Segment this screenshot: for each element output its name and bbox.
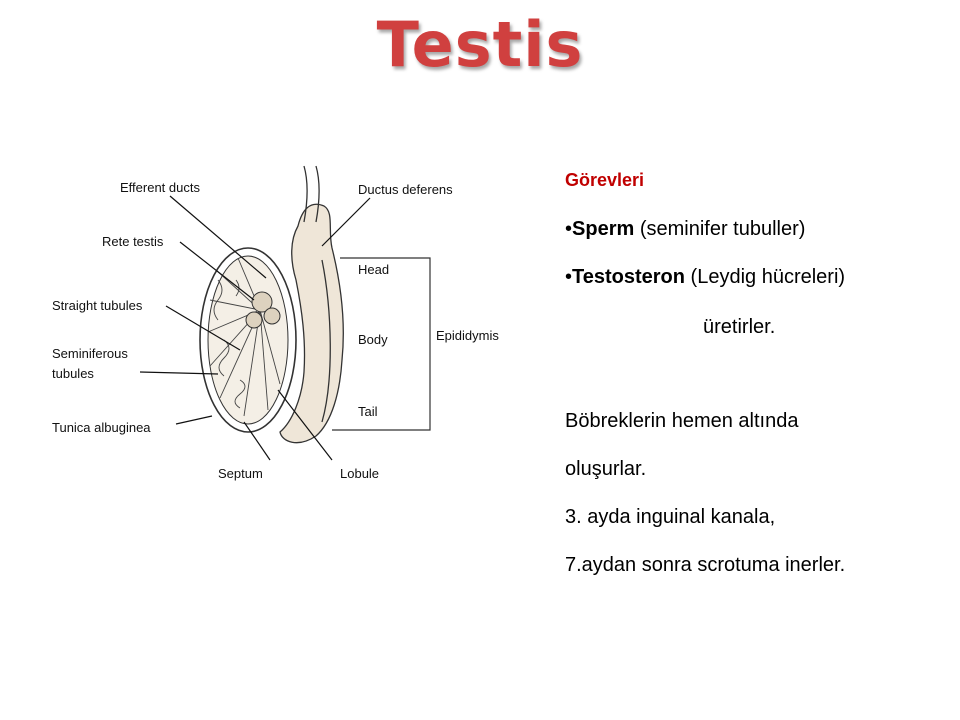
section-heading: Görevleri — [565, 170, 645, 190]
epididymis-bracket — [332, 257, 431, 431]
text-line-3: üretirler. — [703, 316, 776, 338]
label-straight-tubules: Straight tubules — [52, 298, 143, 313]
bullet-sperm-rest: (seminifer tubuller) — [634, 218, 806, 240]
text-line-5: oluşurlar. — [565, 458, 647, 480]
label-septum: Septum — [218, 466, 263, 481]
testis-diagram: Efferent ducts Ductus deferens Rete test… — [52, 165, 499, 481]
bullet-sperm: •Sperm (seminifer tubuller) — [565, 218, 806, 240]
label-seminiferous-2: tubules — [52, 366, 94, 381]
bullet-sperm-bold: Sperm — [572, 218, 635, 240]
label-seminiferous-1: Seminiferous — [52, 346, 128, 361]
epididymis-shape — [279, 203, 344, 444]
label-epididymis: Epididymis — [436, 328, 499, 343]
label-tail: Tail — [358, 404, 378, 419]
label-body: Body — [358, 332, 388, 347]
slide-title: Testis — [376, 8, 584, 81]
bullet-testosteron: •Testosteron (Leydig hücreleri) — [565, 266, 846, 288]
bullet-testosteron-bold: Testosteron — [572, 266, 685, 288]
label-ductus-deferens: Ductus deferens — [358, 182, 453, 197]
leader-lines — [139, 195, 371, 461]
testis-body — [199, 247, 297, 433]
text-line-7: 7.aydan sonra scrotuma inerler. — [565, 554, 846, 576]
bullet-testosteron-rest: (Leydig hücreleri) — [685, 266, 846, 288]
text-line-4: Böbreklerin hemen altında — [565, 410, 799, 432]
label-rete-testis: Rete testis — [102, 234, 164, 249]
rete-testis — [245, 291, 281, 329]
label-efferent-ducts: Efferent ducts — [120, 180, 200, 195]
label-lobule: Lobule — [340, 466, 379, 481]
label-head: Head — [358, 262, 389, 277]
text-line-6: 3. ayda inguinal kanala, — [565, 506, 776, 528]
ductus-deferens-shape — [303, 165, 331, 423]
label-tunica-albuginea: Tunica albuginea — [52, 420, 151, 435]
